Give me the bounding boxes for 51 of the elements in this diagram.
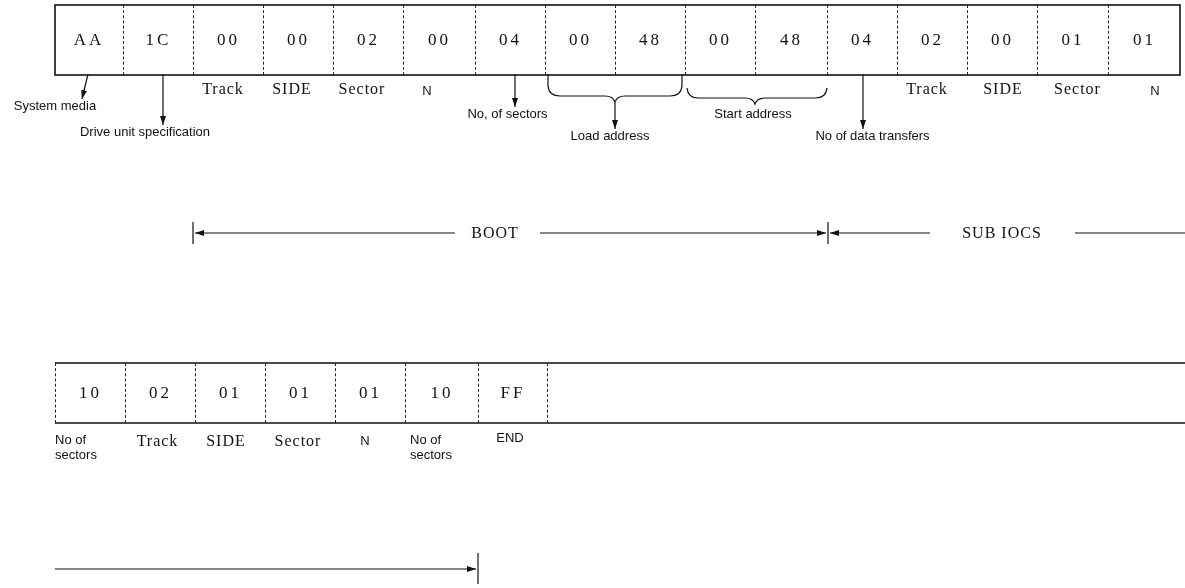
byte-value-cell: 02 <box>897 5 967 75</box>
byte-value-cell: 10 <box>55 363 125 423</box>
leader-arrow <box>81 73 89 100</box>
leader-arrow <box>160 73 166 126</box>
field-caption: No of sectors <box>410 432 453 462</box>
byte-value-cell: 04 <box>827 5 897 75</box>
byte-value-cell: 02 <box>333 5 403 75</box>
field-name: Track <box>135 433 180 448</box>
byte-value-cell: 00 <box>545 5 615 75</box>
field-caption: No, of sectors <box>445 106 570 121</box>
byte-value-cell: 48 <box>755 5 827 75</box>
field-name: Sector <box>273 433 323 448</box>
field-caption: Start address <box>713 106 793 121</box>
dimension-label: BOOT <box>470 225 520 240</box>
leader-arrow <box>547 73 683 130</box>
field-name: Sector <box>337 81 387 96</box>
field-name: N <box>421 83 433 98</box>
byte-value-cell: 00 <box>263 5 333 75</box>
leader-arrow <box>860 73 866 130</box>
byte-value-cell: 02 <box>125 363 195 423</box>
byte-value-cell: 00 <box>967 5 1037 75</box>
field-name: Track <box>201 81 245 96</box>
byte-value-cell: 01 <box>195 363 265 423</box>
byte-value-cell: 01 <box>265 363 335 423</box>
byte-value-cell: 01 <box>335 363 405 423</box>
dimension-label: SUB IOCS <box>961 225 1043 240</box>
byte-value-cell: 00 <box>193 5 263 75</box>
byte-value-cell: AA <box>55 5 123 75</box>
field-name: SIDE <box>982 81 1024 96</box>
field-name: Track <box>905 81 949 96</box>
byte-value-cell: 00 <box>403 5 475 75</box>
byte-value-cell: 10 <box>405 363 478 423</box>
field-name: SIDE <box>271 81 313 96</box>
field-caption: Drive unit specification <box>20 124 270 139</box>
byte-value-cell: FF <box>478 363 548 423</box>
field-name: N <box>1149 83 1161 98</box>
byte-value-cell: 00 <box>685 5 755 75</box>
leader-arrow <box>512 73 518 108</box>
field-name: END <box>495 430 525 445</box>
field-caption: No of data transfers <box>785 128 960 143</box>
byte-value-cell: 1C <box>123 5 193 75</box>
field-caption: System media <box>0 98 110 113</box>
byte-value-cell: 01 <box>1037 5 1108 75</box>
byte-value-cell: 01 <box>1108 5 1180 75</box>
field-caption: Load address <box>560 128 660 143</box>
field-name: SIDE <box>205 433 247 448</box>
field-name: N <box>359 433 371 448</box>
field-caption: No of sectors <box>55 432 98 462</box>
field-name: Sector <box>1053 81 1102 96</box>
byte-value-cell: 48 <box>615 5 685 75</box>
byte-value-cell: 04 <box>475 5 545 75</box>
